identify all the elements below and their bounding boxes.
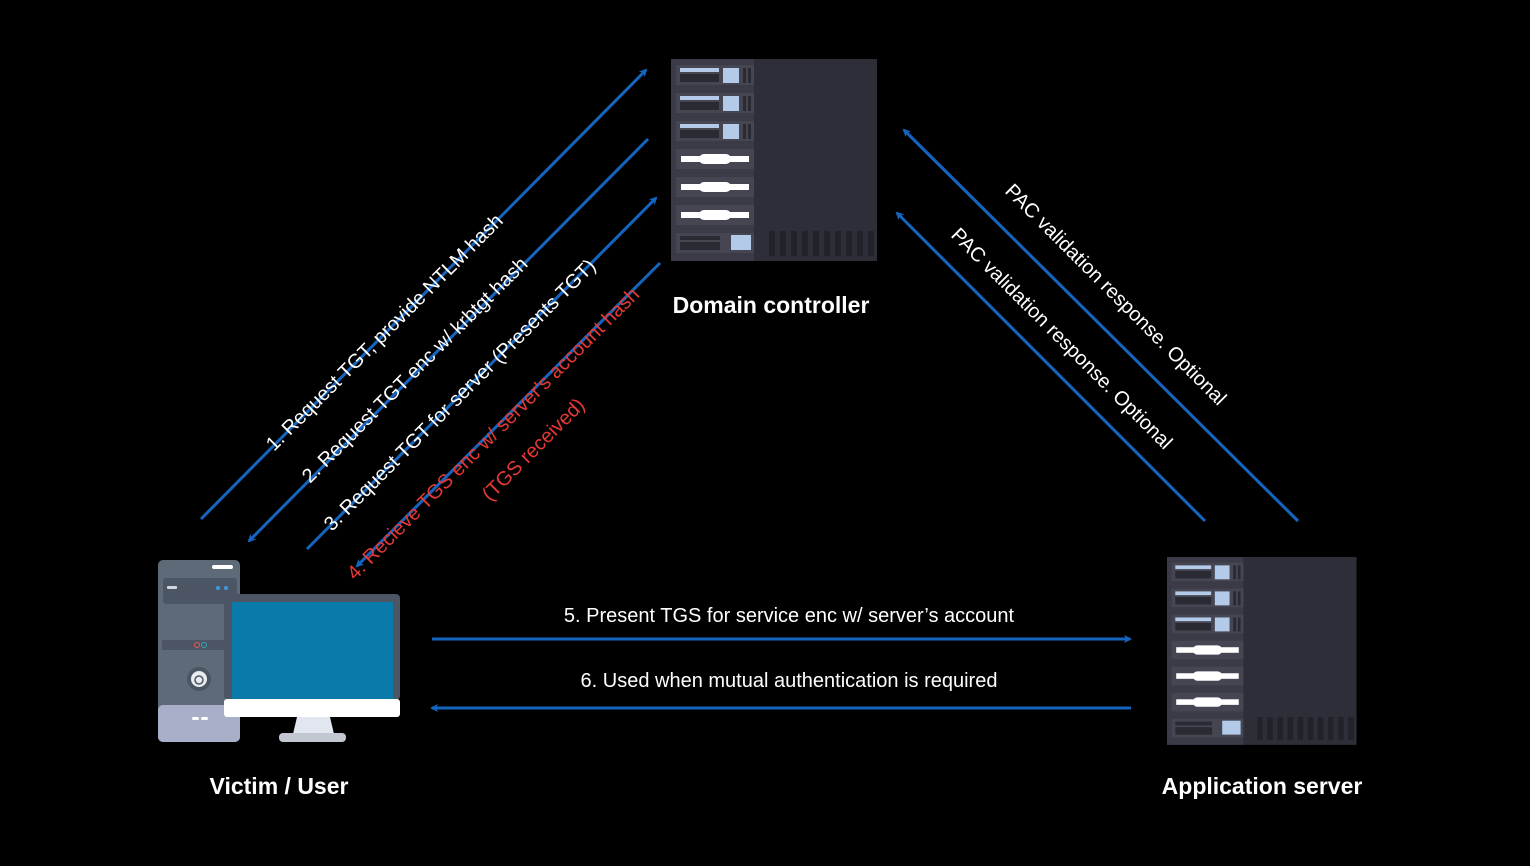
arrow-step4 bbox=[355, 261, 662, 568]
domain-controller-icon bbox=[671, 59, 877, 261]
arrow-pac1 bbox=[902, 128, 1300, 523]
arrow-step3 bbox=[305, 196, 658, 551]
victim-label: Victim / User bbox=[209, 773, 349, 799]
app-server-icon bbox=[1167, 557, 1357, 745]
arrow-step2 bbox=[247, 137, 650, 543]
step6-label: 6. Used when mutual authentication is re… bbox=[580, 670, 998, 692]
victim-computer-icon bbox=[158, 560, 400, 742]
app-server-label: Application server bbox=[1161, 773, 1363, 799]
domain-controller-label: Domain controller bbox=[672, 292, 870, 318]
arrow-pac2 bbox=[895, 211, 1207, 523]
arrow-step1 bbox=[199, 68, 648, 521]
step5-label: 5. Present TGS for service enc w/ server… bbox=[563, 605, 1015, 627]
